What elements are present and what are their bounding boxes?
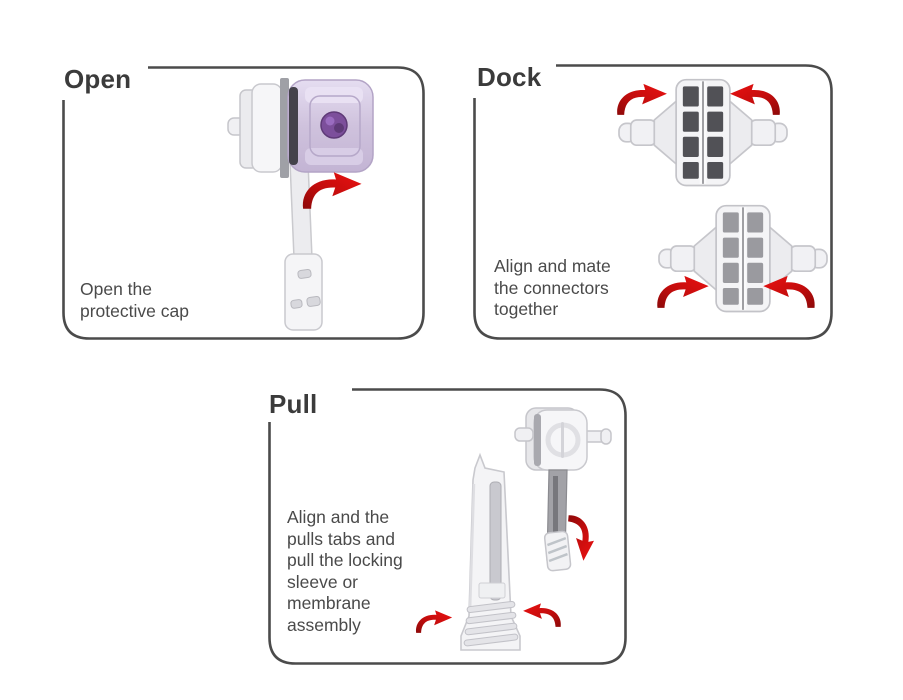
protective-cap-device-illustration: [227, 78, 374, 331]
pull-step-panel: Pull Align and the pulls tabs and pull t…: [268, 388, 627, 665]
membrane-assembly-illustration: [514, 407, 612, 572]
dock-panel-description: Align and mate the connectors together: [494, 256, 611, 319]
open-panel-description: Open the protective cap: [80, 279, 189, 321]
pull-right-arrow-icon: [523, 603, 561, 627]
locking-sleeve-illustration: [460, 452, 521, 651]
panel-border: [62, 66, 425, 340]
open-cap-arrow-icon: [302, 172, 362, 209]
dock-upper-left-arrow-icon: [617, 83, 667, 115]
open-panel-art: [62, 66, 425, 340]
pull-panel-title: Pull: [269, 389, 318, 419]
pull-panel-description: Align and the pulls tabs and pull the lo…: [287, 507, 403, 635]
open-step-panel: Open Open the protective cap: [62, 66, 425, 340]
open-panel-title: Open: [64, 64, 132, 94]
pull-panel-art: [268, 388, 627, 665]
dock-step-panel: Dock Align and mate the connectors toget…: [473, 64, 833, 340]
dock-panel-art: [473, 64, 833, 340]
dock-lower-left-arrow-icon: [657, 275, 709, 308]
panel-border: [268, 388, 627, 665]
pull-left-arrow-icon: [416, 610, 453, 633]
panel-border: [473, 64, 833, 340]
dock-panel-title: Dock: [477, 62, 542, 92]
